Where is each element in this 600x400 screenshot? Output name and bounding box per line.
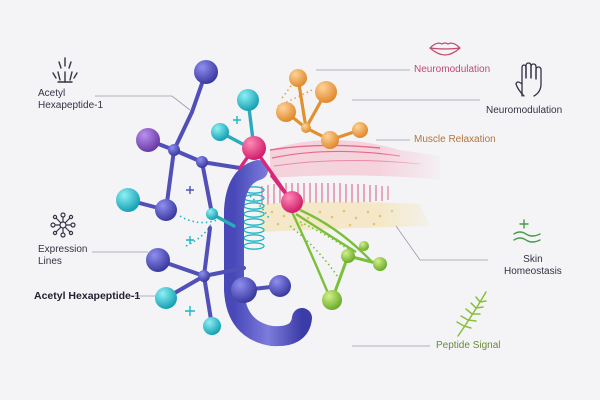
green-strands (290, 208, 373, 299)
atom-green (341, 249, 355, 263)
atom-teal (203, 317, 221, 335)
atom-green (322, 290, 342, 310)
skin-layers (258, 128, 450, 238)
label-acetyl-hexapeptide-bottom: Acetyl Hexapeptide-1 (34, 290, 141, 302)
atom-teal (116, 188, 140, 212)
atom-teal (237, 89, 259, 111)
peptide-backbone (224, 160, 312, 347)
leaf-icon (456, 291, 487, 337)
label-line: Hexapeptide-1 (38, 100, 104, 111)
label-neuromodulation: Neuromodulation (486, 105, 563, 116)
atom-indigo (146, 248, 170, 272)
label-peptide-signal: Peptide Signal (436, 340, 501, 351)
atom-teal (155, 287, 177, 309)
atom-orange (352, 122, 368, 138)
label-line: Lines (38, 256, 62, 267)
label-expression-lines: Expression Lines (38, 244, 87, 268)
plus-marks (185, 116, 241, 316)
atom-green (359, 241, 369, 251)
lips-icon (429, 42, 461, 56)
atom-indigo (155, 199, 177, 221)
atom-orange (315, 81, 337, 103)
hand-outline-icon (515, 62, 542, 97)
leader-lines (92, 69, 488, 347)
atom-indigo (194, 60, 218, 84)
label-line: Acetyl (38, 88, 66, 99)
atom-indigo (168, 144, 180, 156)
atom-orange (301, 123, 311, 133)
atom-indigo (231, 277, 257, 303)
atom-indigo (196, 156, 208, 168)
atom-green (373, 257, 387, 271)
atom-orange (321, 131, 339, 149)
label-muscle-relaxation: Muscle Relaxation (414, 134, 496, 145)
radiating-hand-icon (52, 57, 78, 83)
atom-spheres (116, 60, 387, 335)
atom-teal (206, 208, 218, 220)
network-node-icon (50, 212, 76, 238)
atom-magenta (281, 191, 303, 213)
label-skin-homeostasis: Skin Homeostasis (504, 254, 562, 278)
label-line: Skin (523, 254, 543, 265)
label-line: Expression (38, 244, 88, 255)
label-neuromodulation-pink: Neuromodulation (414, 64, 491, 75)
atom-purple (136, 128, 160, 152)
wave-plus-icon (513, 219, 541, 243)
atom-indigo (269, 275, 291, 297)
atom-indigo (198, 270, 210, 282)
label-line: Homeostasis (504, 266, 562, 277)
atom-orange (289, 69, 307, 87)
atom-orange (276, 102, 296, 122)
label-acetyl-hexapeptide-top: Acetyl Hexapeptide-1 (38, 88, 103, 112)
atom-teal (211, 123, 229, 141)
atom-magenta (242, 136, 266, 160)
